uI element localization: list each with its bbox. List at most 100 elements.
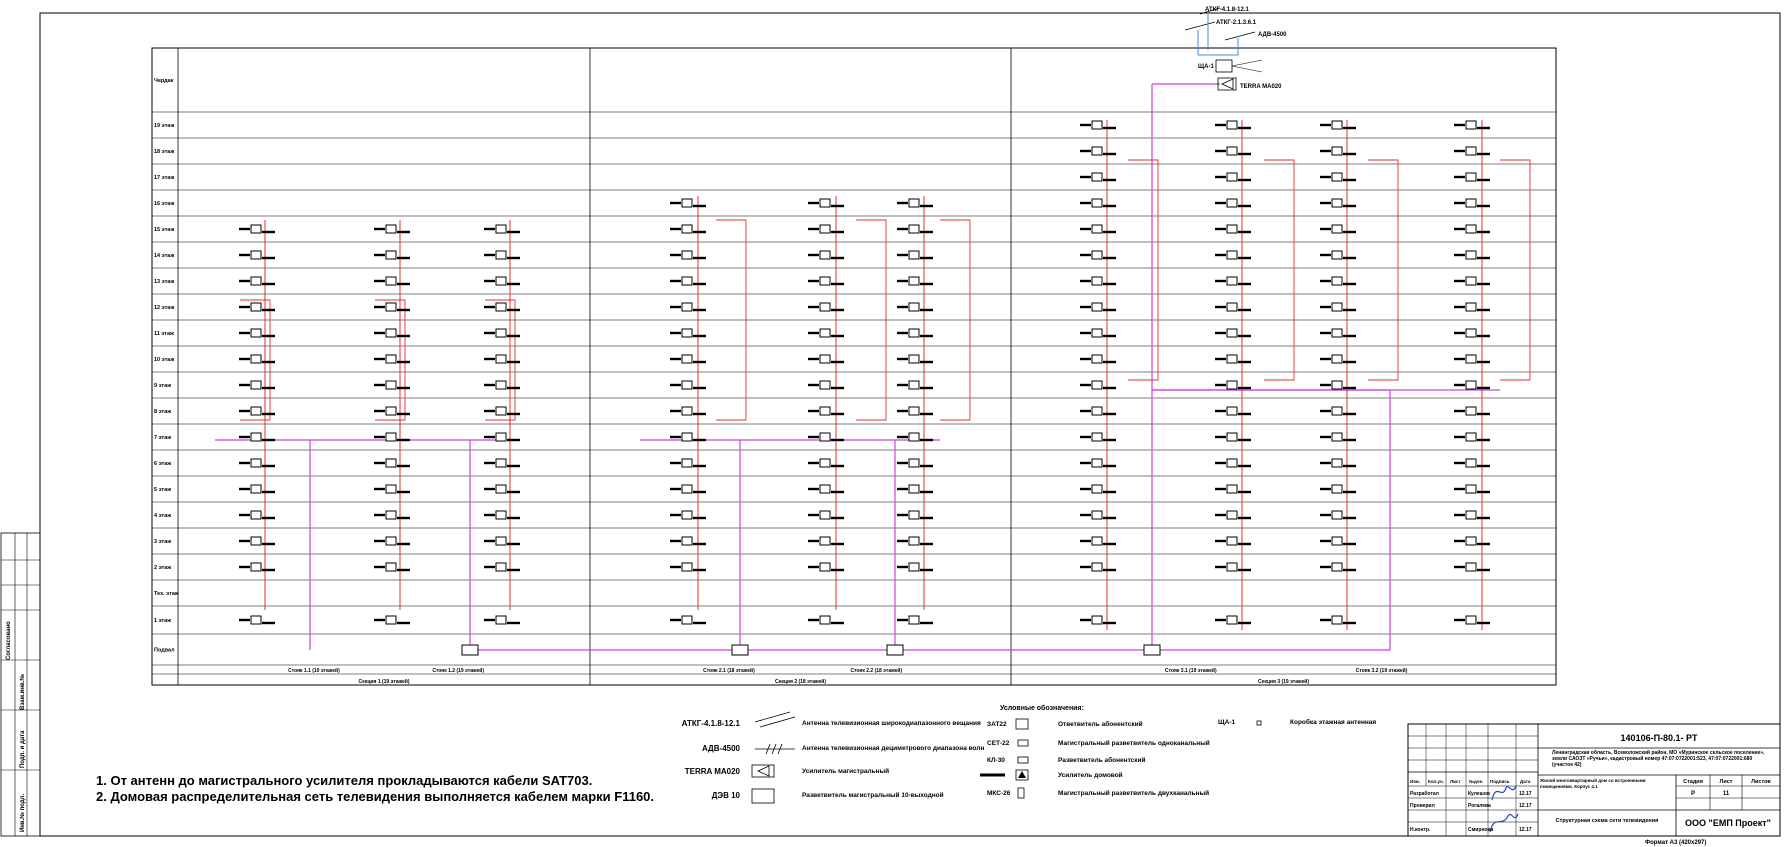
tb-name-0: Кулешов: [1468, 791, 1490, 797]
riser-loop: [375, 299, 406, 421]
stamp-replace-inv: Взам.инв.№: [19, 674, 26, 710]
antenna-label-3: АДВ-4500: [1258, 32, 1287, 38]
tb-address: Ленинградская область, Всеволожский райо…: [1552, 750, 1765, 768]
outlet-device: [1226, 380, 1238, 390]
basement-splitter: [1143, 644, 1161, 656]
outlet-device: [819, 615, 831, 625]
floor-label: 8 этаж: [154, 409, 171, 415]
riser-loop: [1500, 159, 1531, 381]
outlet-device: [1226, 536, 1238, 546]
outlet-device: [908, 302, 920, 312]
outlet-device: [250, 328, 262, 338]
outlet-device: [1331, 276, 1343, 286]
outlet-device: [681, 224, 693, 234]
outlet-device: [1331, 536, 1343, 546]
outlet-device: [1091, 406, 1103, 416]
outlet-device: [495, 406, 507, 416]
outlet-device: [1091, 120, 1103, 130]
outlet-device: [908, 615, 920, 625]
outlet-device: [1465, 354, 1477, 364]
stamp-agreed: Согласовано: [6, 621, 12, 660]
floor-label: 17 этаж: [154, 175, 174, 181]
outlet-device: [819, 510, 831, 520]
outlet-device: [1331, 406, 1343, 416]
outlet-device: [495, 354, 507, 364]
outlet-device: [495, 510, 507, 520]
legend-code-0: АТКГ-4.1.8-12.1: [681, 719, 740, 728]
floor-label: Тех. этаж: [154, 591, 179, 597]
outlet-device: [385, 328, 397, 338]
outlet-device: [385, 484, 397, 494]
outlet-device: [1091, 458, 1103, 468]
riser-loop: [485, 299, 516, 421]
outlet-device: [495, 250, 507, 260]
outlet-device: [681, 328, 693, 338]
outlet-device: [908, 380, 920, 390]
outlet-device: [819, 432, 831, 442]
outlet-device: [908, 198, 920, 208]
outlet-device: [1465, 484, 1477, 494]
outlet-device: [1331, 146, 1343, 156]
outlet-device: [819, 484, 831, 494]
outlet-device: [385, 224, 397, 234]
outlet-device: [681, 354, 693, 364]
legend-text-8: Магистральный разветвитель двухканальный: [1058, 790, 1210, 797]
side-stamp: Согласовано Взам.инв.№ Подп. и дата Инв.…: [0, 532, 41, 837]
outlet-device: [250, 484, 262, 494]
outlet-device: [1331, 120, 1343, 130]
outlet-device: [385, 380, 397, 390]
outlet-device: [819, 380, 831, 390]
outlet-device: [385, 458, 397, 468]
outlet-device: [908, 536, 920, 546]
outlet-device: [1465, 406, 1477, 416]
outlet-device: [250, 458, 262, 468]
stamp-sign-date: Подп. и дата: [20, 730, 26, 768]
legend-text-3: Разветвитель магистральный 10-выходной: [802, 792, 944, 799]
antenna-assembly: АТКГ-4.1.8-12.1 АТКГ-2.1.3.6.1 АДВ-4500 …: [1184, 7, 1287, 91]
floor-label: 6 этаж: [154, 461, 171, 467]
outlet-device: [1226, 172, 1238, 182]
trunk-cable: [1152, 389, 1391, 651]
section-label: Секция 3 (19 этажей): [1258, 678, 1309, 685]
outlet-device: [250, 406, 262, 416]
outlet-device: [1465, 146, 1477, 156]
outlet-device: [1331, 198, 1343, 208]
outlet-device: [819, 536, 831, 546]
outlet-device: [681, 484, 693, 494]
tb-stage: Р: [1691, 791, 1695, 797]
amplifier-box: [1217, 77, 1237, 91]
outlet-device: [385, 536, 397, 546]
riser-loop: [940, 219, 971, 421]
tb-role-2: Н.контр.: [1410, 827, 1431, 833]
outlet-device: [1465, 458, 1477, 468]
outlet-device: [819, 562, 831, 572]
outlet-device: [1465, 172, 1477, 182]
outlet-device: [1091, 328, 1103, 338]
outlet-device: [1226, 562, 1238, 572]
outlet-device: [495, 484, 507, 494]
legend-code-9: ЩА-1: [1218, 719, 1236, 726]
outlet-device: [908, 458, 920, 468]
outlet-device: [1331, 224, 1343, 234]
tb-role-1: Проверил: [1410, 803, 1435, 809]
stamp-inv-orig: Инв.№ подл.: [19, 794, 26, 832]
trunk-cables: [215, 83, 1500, 656]
outlet-device: [1091, 536, 1103, 546]
riser-label: Стояк 3.2 (19 этажей): [1356, 667, 1408, 674]
outlet-device: [681, 432, 693, 442]
riser-loop: [1128, 159, 1159, 381]
tb-code: 140106-П-80.1- РТ: [1621, 733, 1698, 743]
outlet-device: [1091, 172, 1103, 182]
floor-label: 12 этаж: [154, 305, 174, 311]
outlet-device: [250, 224, 262, 234]
basement-splitter: [886, 644, 904, 656]
outlet-device: [495, 380, 507, 390]
riser-label: Стояк 2.1 (18 этажей): [703, 667, 755, 674]
outlet-device: [1465, 615, 1477, 625]
outlet-device: [385, 615, 397, 625]
floor-label: 1 этаж: [154, 618, 171, 624]
tb-date-0: 12.17: [1519, 791, 1532, 797]
outlet-device: [385, 432, 397, 442]
legend-text-2: Усилитель магистральный: [802, 768, 890, 775]
